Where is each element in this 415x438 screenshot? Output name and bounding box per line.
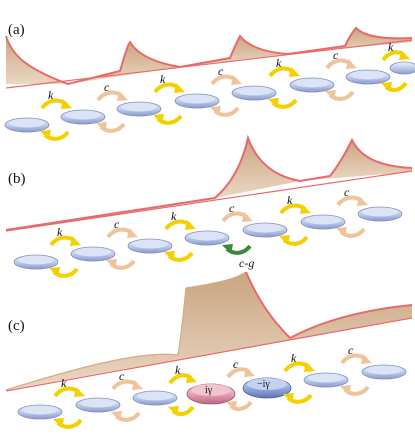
coupling-arrow-k — [49, 235, 81, 278]
coupling-label: k — [160, 72, 166, 86]
coupling-arrow-c — [226, 367, 255, 412]
coupling-label: c — [348, 343, 354, 357]
panel-c: (c) — [5, 271, 413, 429]
loss-site-disk — [242, 377, 292, 399]
coupling-label: k — [57, 225, 63, 239]
panel-a-label: (a) — [8, 22, 25, 38]
site-disk — [389, 61, 415, 75]
site-disk — [357, 206, 403, 222]
coupling-arrow-c — [325, 58, 357, 101]
coupling-label: k — [61, 376, 67, 390]
panel-c-label: (c) — [8, 318, 25, 334]
site-disk — [75, 397, 121, 413]
loss-site-label: −iγ — [257, 379, 270, 390]
coupling-arrow-c — [336, 195, 368, 238]
coupling-label: c — [229, 201, 235, 215]
coupling-label: c — [233, 357, 239, 371]
site-disk — [174, 93, 220, 109]
coupling-label: c — [114, 217, 120, 231]
coupling-label: k — [48, 88, 54, 102]
site-disk — [70, 246, 116, 262]
panel-a-intensity-profile — [5, 26, 413, 89]
coupling-label: c — [119, 369, 125, 383]
panel-c-intensity-profile — [5, 271, 413, 392]
panel-a-coupling-arrows — [40, 50, 410, 141]
panel-a-sites — [4, 61, 415, 133]
site-disk — [60, 109, 106, 125]
panel-b-intensity-profile — [5, 134, 413, 232]
coupling-arrow-k — [381, 50, 410, 93]
coupling-arrow-k — [153, 82, 185, 125]
panel-b-coupling-labels: k c k c k c c-g — [57, 185, 350, 270]
coupling-arrow-c — [111, 379, 143, 422]
coupling-label: k — [287, 193, 293, 207]
panel-b-sites — [13, 206, 403, 270]
site-disk — [289, 77, 335, 93]
coupling-arrow-k — [279, 203, 311, 246]
coupling-arrow-k — [168, 373, 197, 417]
defect-coupling-arrow — [222, 244, 252, 255]
coupling-label: c — [104, 80, 110, 94]
site-disk — [231, 85, 277, 101]
coupling-arrow-k — [53, 386, 85, 429]
coupling-label: k — [276, 56, 282, 70]
site-disk — [303, 372, 349, 388]
defect-coupling-label: c-g — [239, 256, 254, 270]
panel-c-coupling-labels: k c k c k c iγ −iγ — [61, 343, 354, 396]
site-disk — [361, 364, 407, 380]
coupling-arrow-k — [164, 219, 196, 262]
coupling-label: c — [218, 64, 224, 78]
coupling-arrow-c — [340, 353, 372, 396]
gain-site-disk — [186, 383, 236, 405]
coupling-label: c — [333, 48, 339, 62]
gain-site-label: iγ — [205, 385, 213, 396]
site-disk — [127, 238, 173, 254]
panel-b-coupling-arrows — [49, 195, 368, 278]
site-disk — [132, 390, 178, 406]
coupling-arrow-k — [40, 98, 72, 141]
site-disk — [300, 214, 346, 230]
coupling-label: k — [388, 40, 394, 54]
coupling-label: k — [171, 209, 177, 223]
coupling-label: c — [344, 185, 350, 199]
coupling-arrow-c — [210, 74, 242, 117]
site-disk — [116, 101, 162, 117]
coupling-arrow-k — [268, 66, 300, 109]
panel-b-label: (b) — [8, 171, 26, 187]
coupling-arrow-k — [283, 361, 315, 404]
coupling-arrow-c — [96, 90, 128, 133]
panel-a-coupling-labels: k c k c k c k — [48, 40, 394, 102]
panel-b: (b) — [5, 134, 413, 278]
panel-a: (a) — [4, 22, 415, 141]
panel-c-coupling-arrows — [53, 353, 372, 429]
panel-c-sites — [17, 364, 407, 420]
site-disk — [242, 222, 288, 238]
site-disk — [345, 69, 391, 85]
coupling-label: k — [291, 351, 297, 365]
site-disk — [17, 404, 63, 420]
site-disk — [13, 254, 59, 270]
site-disk — [184, 230, 230, 246]
coupling-label: k — [175, 363, 181, 377]
site-disk — [4, 117, 50, 133]
coupling-arrow-c — [106, 227, 138, 270]
coupling-arrow-c — [221, 211, 253, 223]
